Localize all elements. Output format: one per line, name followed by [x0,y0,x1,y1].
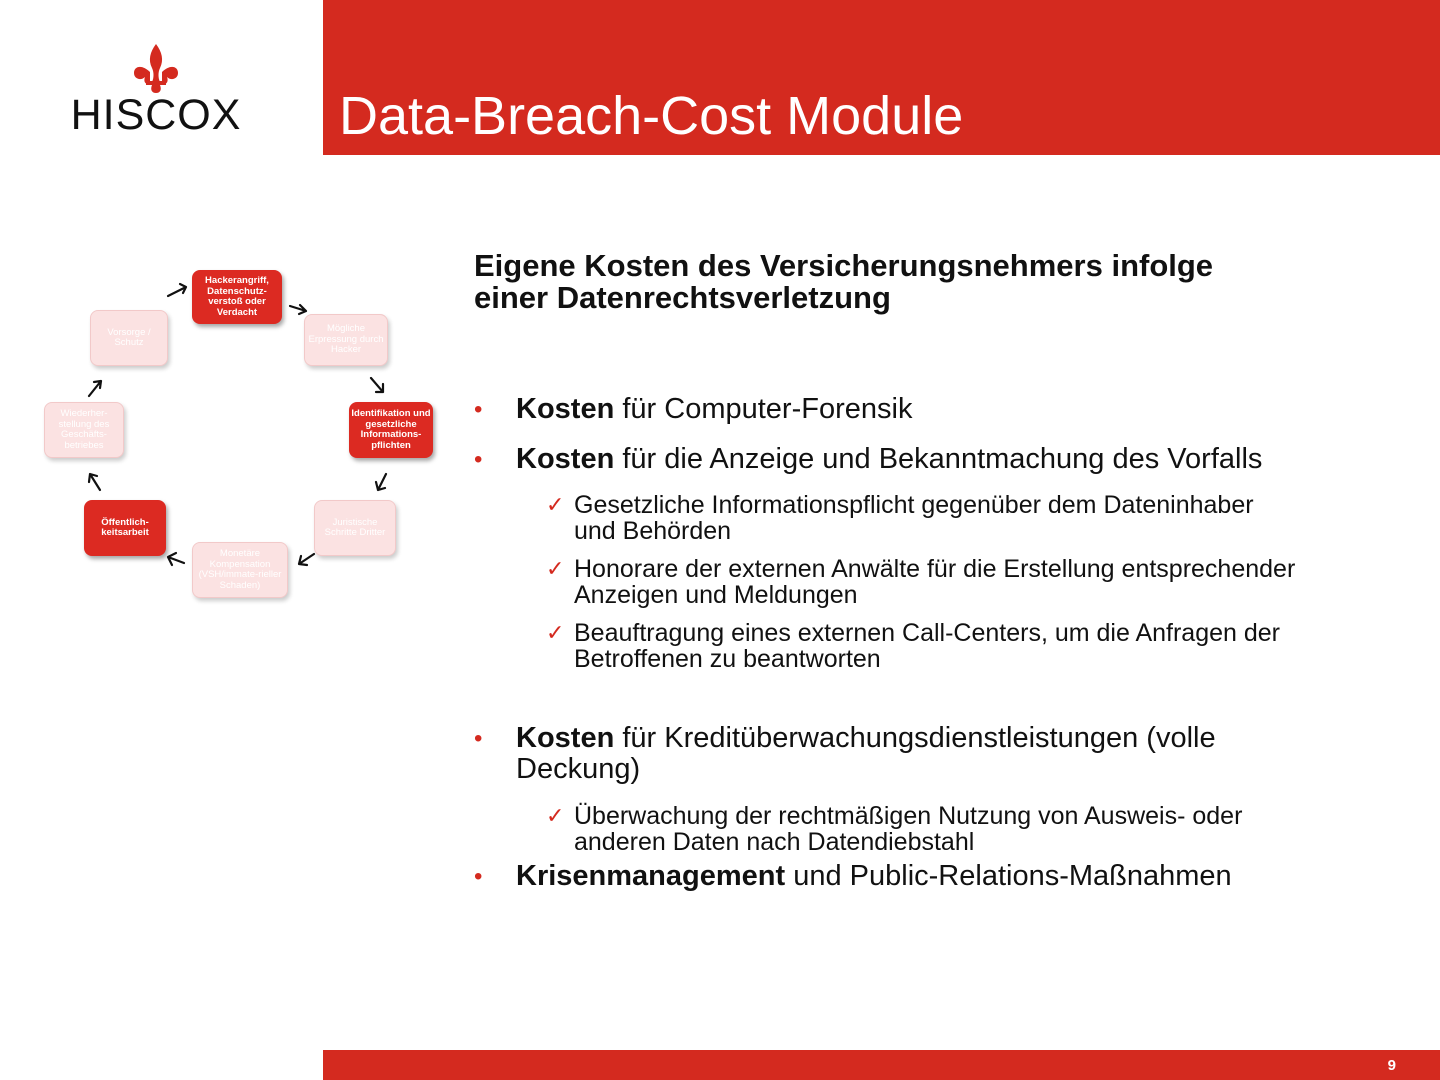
check-icon: ✓ [546,556,565,581]
content-heading: Eigene Kosten des Versicherungsnehmers i… [474,250,1394,314]
bullet-list: Kosten für Computer-Forensik Kosten für … [474,393,1404,893]
bullet-text: für Computer-Forensik [614,393,913,425]
node-juristische: Juristische Schritte Dritter [314,500,396,556]
node-kompensation: Monetäre Kompensation (VSH/immate-rielle… [192,542,288,598]
check-icon: ✓ [546,620,565,645]
node-identifikation: Identifikation und gesetzliche Informati… [349,402,433,458]
sub-item: ✓ Beauftragung eines externen Call-Cente… [474,620,1404,672]
node-oeffentlichkeit: Öffentlich-keitsarbeit [84,500,166,556]
bullet-bold: Kosten [516,393,615,425]
bullet-forensik: Kosten für Computer-Forensik [474,393,1404,426]
logo-text: HISCOX [70,91,242,139]
bullet-bold: Kosten [516,722,615,754]
hiscox-logo: HISCOX [66,42,246,139]
sub-item-line: Betroffenen zu beantworten [574,645,881,673]
slide-title: Data-Breach-Cost Module [339,86,964,146]
sub-item-line: Anzeigen und Meldungen [574,581,858,609]
bullet-anzeige: Kosten für die Anzeige und Bekanntmachun… [474,443,1404,476]
node-vorsorge: Vorsorge / Schutz [90,310,168,366]
sub-item-line: Überwachung der rechtmäßigen Nutzung von… [574,802,1243,830]
bullet-bold: Krisenmanagement [516,860,786,892]
node-erpressung: Mögliche Erpressung durch Hacker [304,314,388,366]
check-icon: ✓ [546,803,565,828]
sub-item-line: und Behörden [574,517,732,545]
fleur-de-lis-icon [134,44,178,93]
bullet-text: für Kreditüberwachungsdienstleistungen (… [614,722,1216,754]
sub-item-line: Beauftragung eines externen Call-Centers… [574,619,1280,647]
check-icon: ✓ [546,492,565,517]
bullet-bold: Kosten [516,443,615,475]
sub-item: ✓ Gesetzliche Informationspflicht gegenü… [474,492,1404,544]
header-bar [323,0,1440,155]
node-wiederherstellung: Wiederher-stellung des Geschäfts-betrieb… [44,402,124,458]
bullet-text: und Public-Relations-Maßnahmen [785,860,1232,892]
sub-item-line: anderen Daten nach Datendiebstahl [574,828,975,856]
sub-item: ✓ Honorare der externen Anwälte für die … [474,556,1404,608]
bullet-text-line-2: Deckung) [516,753,641,785]
page-number: 9 [1387,1057,1396,1074]
sub-item: ✓ Überwachung der rechtmäßigen Nutzung v… [474,803,1404,855]
cycle-arrows [87,282,388,567]
sub-item-line: Honorare der externen Anwälte für die Er… [574,555,1296,583]
node-hackerangriff: Hackerangriff, Datenschutz-verstoß oder … [192,270,282,324]
heading-line-1: Eigene Kosten des Versicherungsnehmers i… [474,248,1214,283]
bullet-kreditueberwachung: Kosten für Kreditüberwachungsdienstleist… [474,723,1404,785]
footer-bar [323,1050,1440,1080]
bullet-text: für die Anzeige und Bekanntmachung des V… [614,443,1263,475]
sub-item-line: Gesetzliche Informationspflicht gegenübe… [574,491,1254,519]
bullet-krisenmanagement: Krisenmanagement und Public-Relations-Ma… [474,860,1404,893]
heading-line-2: einer Datenrechtsverletzung [474,280,891,315]
